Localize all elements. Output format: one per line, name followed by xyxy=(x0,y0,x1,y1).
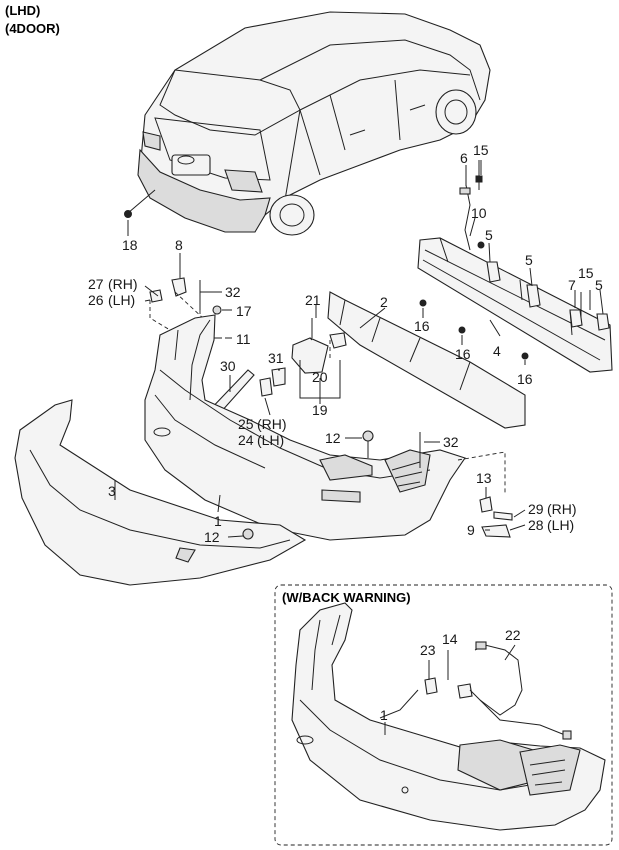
callout-24-side: (LH) xyxy=(257,432,284,448)
callout-7: 7 xyxy=(568,277,576,293)
callout-32-right: 32 xyxy=(443,434,459,450)
callout-15-top: 15 xyxy=(473,142,489,158)
callout-labels: 18 8 27 (RH) 26 (LH) 32 17 11 21 2 31 30… xyxy=(88,142,603,723)
callout-10: 10 xyxy=(471,205,487,221)
callout-15-right: 15 xyxy=(578,265,594,281)
header-lhd: (LHD) xyxy=(5,3,41,18)
callout-28: 28 xyxy=(528,517,544,533)
callout-19: 19 xyxy=(312,402,328,418)
car-illustration xyxy=(137,11,491,236)
callout-31: 31 xyxy=(268,350,284,366)
callout-13: 13 xyxy=(476,470,492,486)
callout-1-inset: 1 xyxy=(380,707,388,723)
callout-29: 29 xyxy=(528,501,544,517)
callout-5-a: 5 xyxy=(485,227,493,243)
callout-1: 1 xyxy=(214,513,222,529)
callout-17: 17 xyxy=(236,303,252,319)
inset-title: (W/BACK WARNING) xyxy=(282,590,411,605)
callout-12-top: 12 xyxy=(325,430,341,446)
callout-4: 4 xyxy=(493,343,501,359)
callout-27-side: (RH) xyxy=(108,276,138,292)
callout-11: 11 xyxy=(236,331,251,347)
callout-14: 14 xyxy=(442,631,458,647)
callout-2: 2 xyxy=(380,294,388,310)
callout-16-c: 16 xyxy=(517,371,533,387)
callout-9: 9 xyxy=(467,522,475,538)
callout-25: 25 xyxy=(238,416,254,432)
callout-32-top: 32 xyxy=(225,284,241,300)
callout-16-a: 16 xyxy=(414,318,430,334)
lower-cover xyxy=(14,399,307,586)
callout-6: 6 xyxy=(460,150,468,166)
callout-25-side: (RH) xyxy=(257,416,287,432)
callout-22: 22 xyxy=(505,627,521,643)
bumper-cover xyxy=(144,314,466,541)
callout-24: 24 xyxy=(238,432,254,448)
callout-26-side: (LH) xyxy=(108,292,135,308)
callout-26: 26 xyxy=(88,292,104,308)
callout-29-side: (RH) xyxy=(547,501,577,517)
callout-16-b: 16 xyxy=(455,346,471,362)
callout-12-bottom: 12 xyxy=(204,529,220,545)
callout-8: 8 xyxy=(175,237,183,253)
callout-18: 18 xyxy=(122,237,138,253)
callout-3: 3 xyxy=(108,483,116,499)
callout-5-c: 5 xyxy=(595,277,603,293)
callout-27: 27 xyxy=(88,276,104,292)
header-4door: (4DOOR) xyxy=(5,21,60,36)
callout-20: 20 xyxy=(312,369,328,385)
callout-30: 30 xyxy=(220,358,236,374)
callout-21: 21 xyxy=(305,292,321,308)
callout-5-b: 5 xyxy=(525,252,533,268)
callout-23: 23 xyxy=(420,642,436,658)
callout-28-side: (LH) xyxy=(547,517,574,533)
back-warning-inset xyxy=(274,584,613,846)
